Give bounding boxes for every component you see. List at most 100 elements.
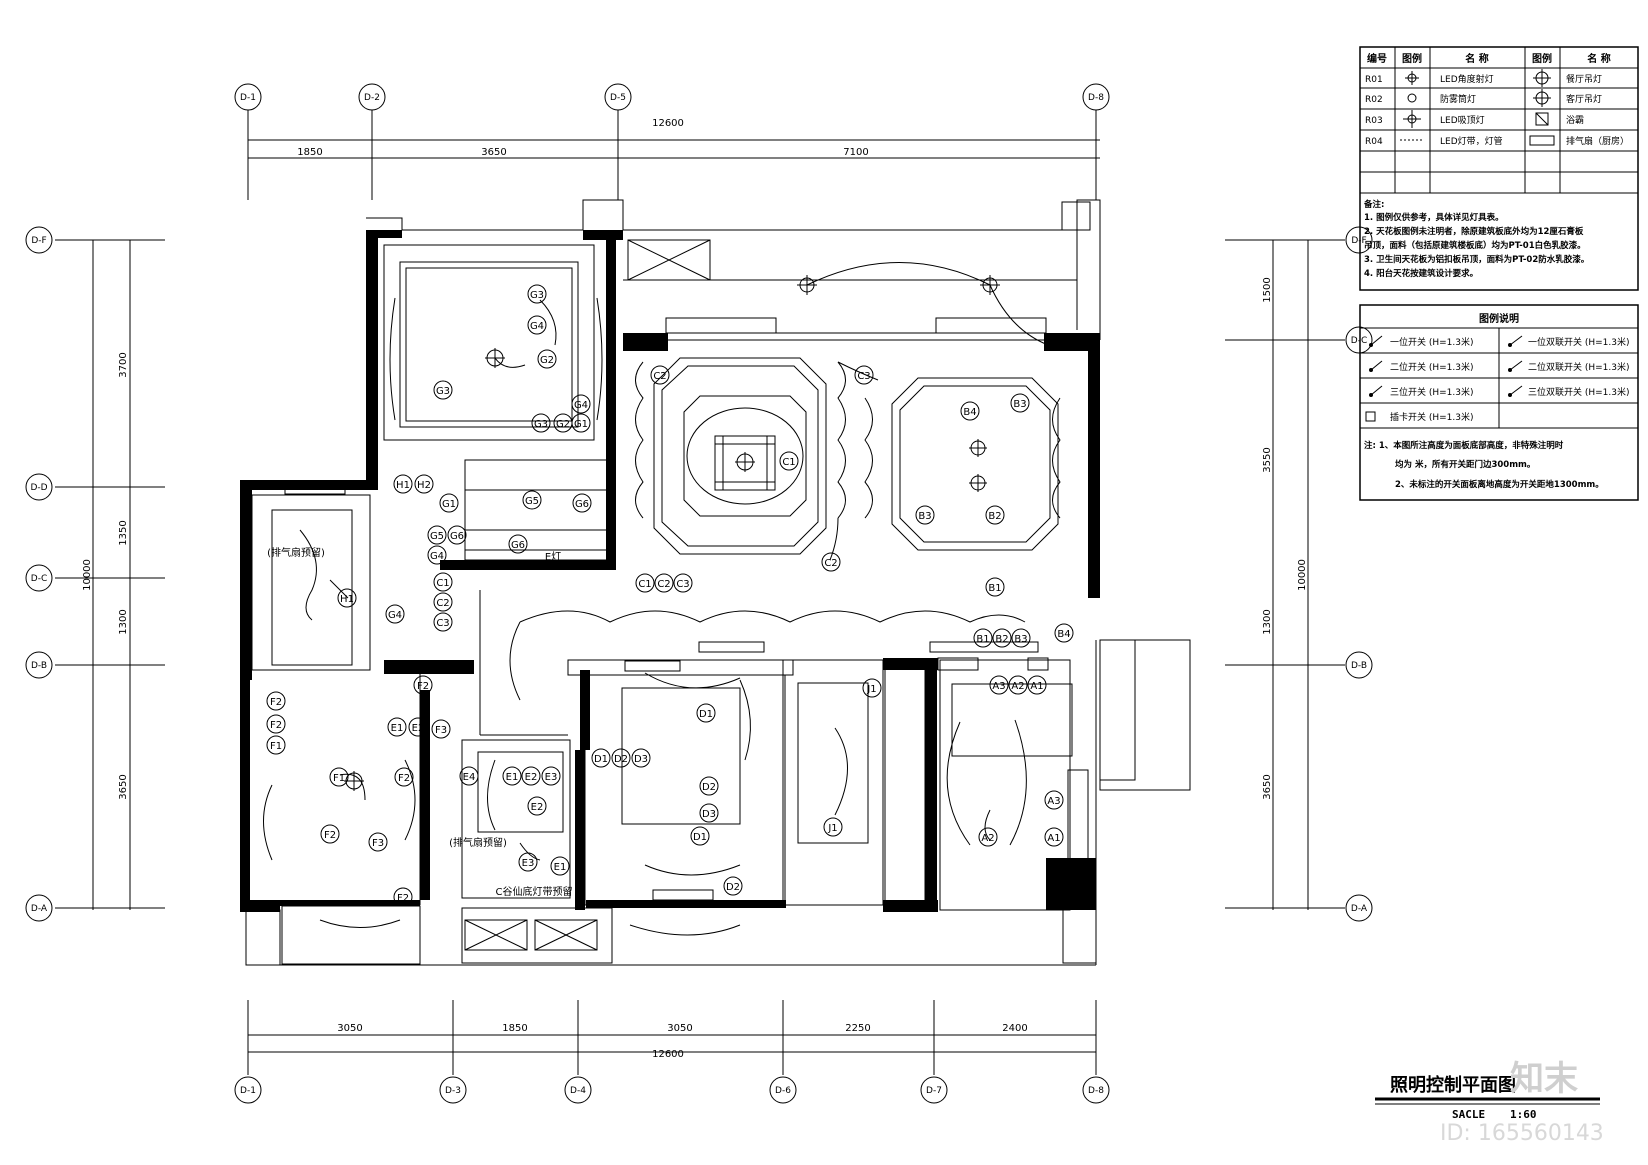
legend-note: 1. 图例仅供参考，具体详见灯具表。	[1364, 212, 1504, 223]
axis-label: D-1	[240, 1086, 256, 1096]
tag-label: G3	[534, 419, 548, 430]
tag-label: C2	[657, 579, 670, 590]
tag-label: E1	[554, 862, 567, 873]
tag-label: D3	[634, 754, 648, 765]
dim-bottom-seg: 3050	[337, 1023, 362, 1034]
title-block: 照明控制平面图 SACLE 1:60	[1375, 1074, 1600, 1121]
switch-note: 均为 米，所有开关距门边300mm。	[1395, 459, 1535, 470]
watermark-id: ID: 165560143	[1440, 1121, 1604, 1146]
wiring-arcs	[263, 297, 1061, 936]
tag-label: B3	[1014, 634, 1027, 645]
living-ceiling	[891, 377, 1059, 551]
tag-label: A2	[981, 833, 994, 844]
tag-label: D2	[702, 782, 716, 793]
tag-label: E2	[412, 723, 425, 734]
tag-label: G6	[450, 531, 464, 542]
tag-label: C2	[436, 598, 449, 609]
switch-icon	[1369, 360, 1383, 372]
legend-code: R03	[1365, 116, 1383, 126]
tag-label: H1	[396, 480, 410, 491]
tag-label: F2	[324, 830, 336, 841]
legend-name: 防雾筒灯	[1440, 93, 1476, 105]
axis-bubble-bottom-7	[920, 1076, 948, 1104]
tag-label: F2	[270, 697, 282, 708]
switch-label: 三位双联开关 (H=1.3米)	[1528, 386, 1630, 398]
tag-label: E1	[391, 723, 404, 734]
dim-bottom-seg: 1850	[502, 1023, 527, 1034]
axis-label: D-C	[1351, 336, 1367, 346]
drawing-title: 照明控制平面图	[1390, 1074, 1516, 1096]
tag-label: G2	[556, 419, 570, 430]
switch-label: 插卡开关 (H=1.3米)	[1390, 411, 1474, 423]
tag-label: A3	[1047, 796, 1060, 807]
switch-icon	[1369, 385, 1383, 397]
tag-label: B4	[1057, 629, 1070, 640]
tag-label: C1	[638, 579, 651, 590]
axis-label: D-1	[240, 93, 256, 103]
tag-label: E3	[522, 858, 535, 869]
switch-legend: 图例说明 一位开关 (H=1.3米) 一位双联开关 (H=1.3米) 二位开关 …	[1359, 304, 1639, 501]
tag-label: A2	[1011, 681, 1024, 692]
axis-label: D-3	[445, 1086, 461, 1096]
dim-right-seg: 3550	[1262, 447, 1273, 472]
tag-label: G3	[436, 386, 450, 397]
ceiling-lamp-icon	[1403, 110, 1421, 128]
legend-note: 4. 阳台天花按建筑设计要求。	[1364, 268, 1478, 279]
tag-label: G4	[530, 321, 544, 332]
tag-label: C1	[782, 457, 795, 468]
tag-label: C3	[676, 579, 689, 590]
watermark: 知末 ID: 165560143	[1440, 1059, 1604, 1146]
tag-label: H2	[417, 480, 431, 491]
tag-label: G5	[430, 531, 444, 542]
axis-label: D-2	[364, 93, 380, 103]
legend-code: R04	[1365, 137, 1383, 147]
switch-label: 三位开关 (H=1.3米)	[1390, 386, 1474, 398]
switch-label: 一位双联开关 (H=1.3米)	[1528, 336, 1630, 348]
scale-label: SACLE	[1452, 1108, 1485, 1121]
dim-bottom-seg: 2250	[845, 1023, 870, 1034]
tag-label: G1	[574, 419, 588, 430]
dim-bottom-total: 12600	[652, 1049, 684, 1060]
axis-label: D-B	[31, 661, 47, 671]
dim-left-seg: 3650	[118, 774, 129, 799]
watermark-brand: 知末	[1510, 1059, 1578, 1099]
tag-label: G4	[388, 610, 402, 621]
fan-reserve-note: (排气扇预留)	[449, 836, 507, 849]
axis-bubble-top-8	[1082, 83, 1110, 111]
bath-heater-icon	[1535, 112, 1549, 126]
tag-label: J1	[866, 684, 876, 695]
switch-legend-title: 图例说明	[1479, 312, 1519, 325]
legend-name: LED角度射灯	[1440, 73, 1494, 85]
left-axis-group: D-F D-D D-C D-B D-A 3700 1350 1300 3650 …	[25, 226, 165, 922]
axis-label: D-B	[1351, 661, 1367, 671]
tag-label: F2	[397, 893, 409, 904]
legend-name: 浴霸	[1566, 115, 1584, 126]
axis-label: D-C	[31, 574, 47, 584]
tag-label: C2	[653, 371, 666, 382]
switch-icon	[1508, 385, 1523, 397]
tag-label: B4	[963, 407, 976, 418]
dim-top-seg: 7100	[843, 147, 868, 158]
exhaust-fan-icon	[1529, 135, 1555, 146]
tag-label: G2	[540, 355, 554, 366]
axis-label: D-D	[30, 483, 47, 493]
switch-icon	[1508, 360, 1523, 372]
tag-label: B1	[976, 634, 989, 645]
legend-note: 2. 天花板图例未注明者，除原建筑板底外均为12厘石膏板	[1364, 226, 1584, 237]
ceiling-strip-note: C谷仙底灯带预留	[496, 885, 573, 898]
dim-right-seg: 1300	[1262, 609, 1273, 634]
tag-label: C2	[824, 558, 837, 569]
axis-bubble-top-2	[358, 83, 386, 111]
tag-label: B3	[918, 511, 931, 522]
dim-left-seg: 1300	[118, 609, 129, 634]
legend-code: R01	[1365, 75, 1383, 85]
fan-reserve-note: (排气扇预留)	[267, 546, 325, 559]
living-pendant-icon	[1533, 89, 1551, 107]
spotlight-icon	[1405, 71, 1419, 85]
dim-left-seg: 1350	[118, 520, 129, 545]
tag-label: F1	[270, 741, 282, 752]
dim-right-total: 10000	[1297, 559, 1308, 591]
right-axis-group: D-F D-C D-B D-A 1500 3550 1300 3650 1000…	[1225, 226, 1373, 922]
tag-label: G6	[575, 499, 589, 510]
